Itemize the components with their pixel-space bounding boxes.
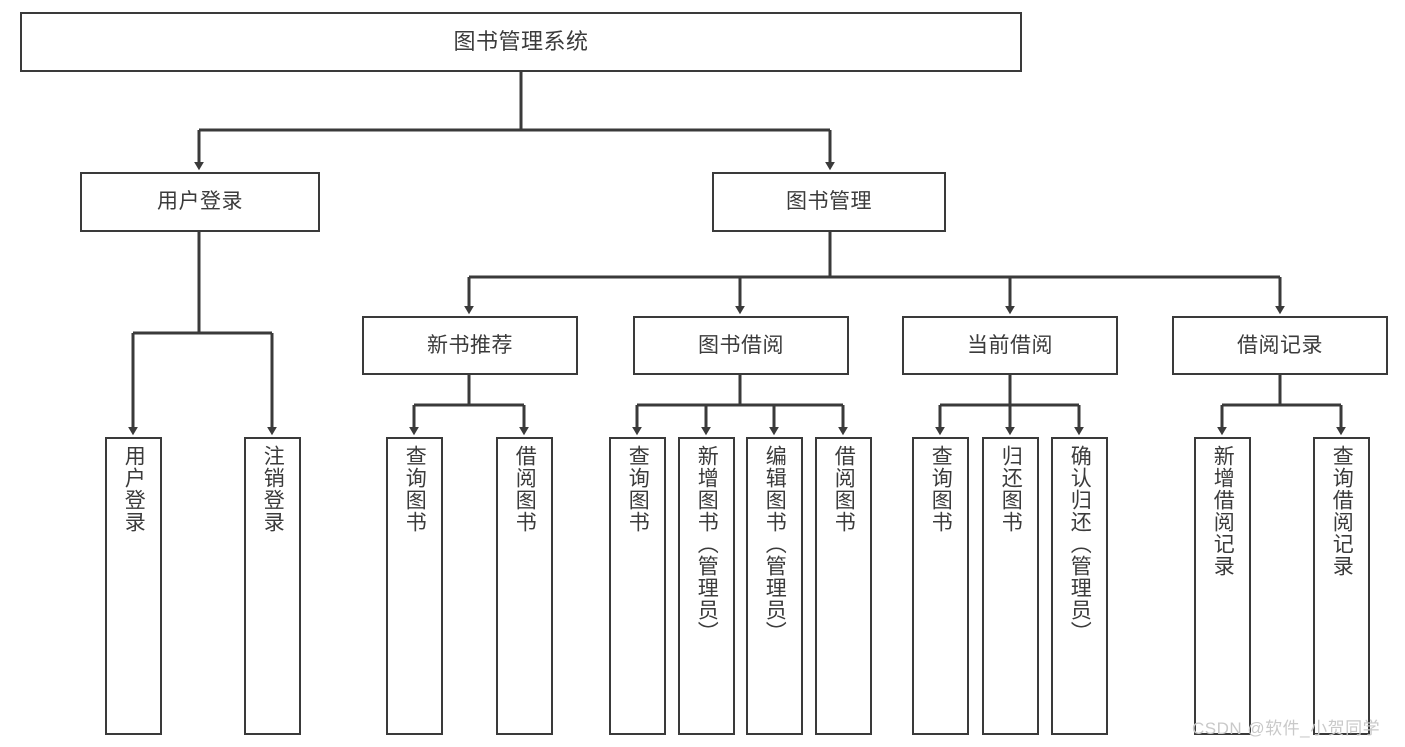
node-label: 确认归还（管理员）	[1068, 445, 1092, 643]
node-label: 查询图书	[403, 445, 427, 533]
leaf-book-borrow-edit[interactable]: 编辑图书（管理员）	[746, 437, 803, 735]
node-label: 注销登录	[261, 445, 285, 533]
leaf-user-login-logout[interactable]: 注销登录	[244, 437, 301, 735]
node-root-system[interactable]: 图书管理系统	[20, 12, 1022, 72]
leaf-current-borrow-query[interactable]: 查询图书	[912, 437, 969, 735]
leaf-book-borrow-add[interactable]: 新增图书（管理员）	[678, 437, 735, 735]
leaf-current-borrow-confirm-return[interactable]: 确认归还（管理员）	[1051, 437, 1108, 735]
node-label: 新增借阅记录	[1211, 445, 1235, 577]
node-label: 当前借阅	[967, 333, 1053, 357]
leaf-book-borrow-borrow[interactable]: 借阅图书	[815, 437, 872, 735]
node-label: 借阅记录	[1237, 333, 1323, 357]
node-label: 图书管理系统	[453, 28, 589, 54]
leaf-new-book-query[interactable]: 查询图书	[386, 437, 443, 735]
csdn-watermark: CSDN @软件_小贺同学	[1192, 719, 1381, 738]
node-label: 归还图书	[999, 445, 1023, 533]
leaf-book-borrow-query[interactable]: 查询图书	[609, 437, 666, 735]
leaf-borrow-record-add[interactable]: 新增借阅记录	[1194, 437, 1251, 735]
leaf-borrow-record-query[interactable]: 查询借阅记录	[1313, 437, 1370, 735]
node-label: 查询借阅记录	[1330, 445, 1354, 577]
leaf-current-borrow-return[interactable]: 归还图书	[982, 437, 1039, 735]
node-label: 新书推荐	[427, 333, 513, 357]
node-label: 新增图书（管理员）	[695, 445, 719, 643]
node-label: 借阅图书	[513, 445, 537, 533]
node-book-borrow[interactable]: 图书借阅	[633, 316, 849, 375]
node-label: 用户登录	[122, 445, 146, 533]
node-user-login[interactable]: 用户登录	[80, 172, 320, 232]
leaf-user-login-login[interactable]: 用户登录	[105, 437, 162, 735]
node-label: 图书管理	[786, 190, 872, 214]
node-borrow-record[interactable]: 借阅记录	[1172, 316, 1388, 375]
node-new-book-recommend[interactable]: 新书推荐	[362, 316, 578, 375]
node-label: 用户登录	[157, 190, 243, 214]
node-label: 查询图书	[929, 445, 953, 533]
node-label: 查询图书	[626, 445, 650, 533]
node-current-borrow[interactable]: 当前借阅	[902, 316, 1118, 375]
leaf-new-book-borrow[interactable]: 借阅图书	[496, 437, 553, 735]
node-label: 图书借阅	[698, 333, 784, 357]
node-label: 编辑图书（管理员）	[763, 445, 787, 643]
node-label: 借阅图书	[832, 445, 856, 533]
node-book-management[interactable]: 图书管理	[712, 172, 946, 232]
